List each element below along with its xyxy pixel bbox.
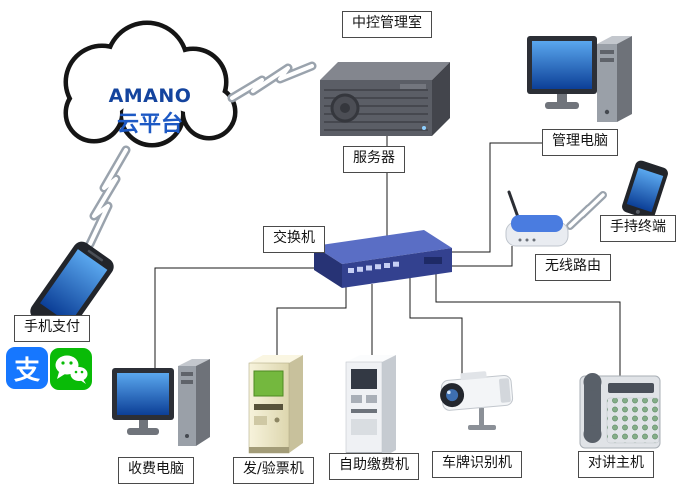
handheld-label: 手持终端 [600,215,676,242]
fee-computer-icon [112,359,210,446]
lpr-camera-label: 车牌识别机 [432,451,522,478]
mobile-payment-label: 手机支付 [14,315,90,342]
server-icon [320,62,450,136]
alipay-icon: 支 [6,347,48,389]
cloud-brand-text: AMANO [108,85,192,107]
ticket-machine-label: 发/验票机 [233,457,314,484]
cloud-platform-text: 云平台 [116,112,183,137]
switch-icon [314,230,452,288]
intercom-icon [579,373,661,449]
wireless-router-label: 无线路由 [535,254,611,281]
ticket-machine-icon [248,355,303,454]
lpr-camera-icon [440,371,514,430]
wireless-router-icon [505,190,569,247]
switch-label: 交换机 [263,226,325,253]
lightning-bolt-icon [566,191,607,230]
lightning-bolt-icon [227,61,317,103]
self-payment-kiosk-icon [345,355,396,459]
cloud-icon [63,20,238,148]
self-payment-label: 自助缴费机 [329,453,419,480]
intercom-label: 对讲主机 [578,451,654,478]
wechat-bubbles-icon [55,355,88,384]
server-label: 服务器 [343,146,405,173]
handheld-terminal-icon [622,160,668,220]
management-computer-icon [527,36,632,122]
management-pc-label: 管理电脑 [542,129,618,156]
wechat-icon [50,348,92,390]
title-label: 中控管理室 [342,11,432,38]
fee-pc-label: 收费电脑 [118,457,194,484]
lightning-bolt-icon [85,145,131,249]
connector-lines [154,130,621,380]
